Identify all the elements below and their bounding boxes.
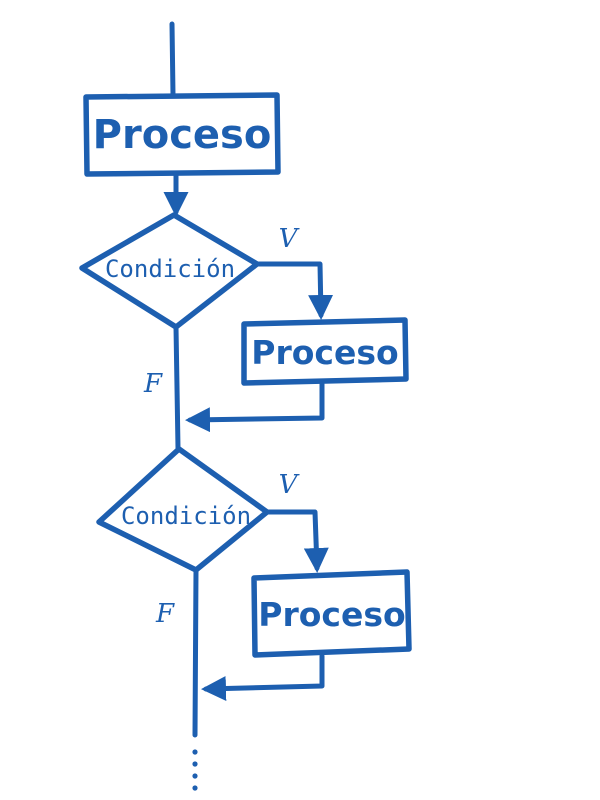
- decision-2-true-branch: [264, 509, 329, 573]
- decision-2-false-branch: [192, 567, 199, 738]
- decision-2-false-label: F: [155, 599, 175, 629]
- entry-line: [169, 21, 176, 98]
- decision-2-return-line: [201, 653, 325, 701]
- continuation-dot: [192, 749, 198, 755]
- continuation-ellipsis: [192, 749, 198, 791]
- top-process-box: [83, 92, 281, 177]
- decision-1-false-branch: [173, 324, 181, 451]
- decision-1-return-line: [185, 381, 325, 433]
- decision-1-condition-label: Condición: [105, 255, 235, 283]
- decision-2-process-box: [251, 569, 412, 658]
- continuation-dot: [192, 761, 198, 767]
- decision-node-2: Condición V Proceso F: [96, 446, 412, 738]
- continuation-dot: [192, 773, 198, 779]
- top-process-node: Proceso: [83, 92, 281, 177]
- decision-1-true-branch: [254, 261, 334, 320]
- decision-2-process-label: Proceso: [258, 595, 405, 634]
- decision-1-process-box: [241, 317, 409, 386]
- decision-1-process-label: Proceso: [251, 333, 398, 372]
- top-process-label: Proceso: [93, 112, 272, 158]
- continuation-dot: [192, 785, 198, 791]
- decision-1-true-label: V: [279, 224, 300, 254]
- decision-1-false-label: F: [143, 369, 163, 399]
- decision-2-condition-label: Condición: [121, 502, 251, 530]
- decision-node-1: Condición V Proceso F: [79, 212, 409, 451]
- decision-2-true-label: V: [279, 470, 300, 500]
